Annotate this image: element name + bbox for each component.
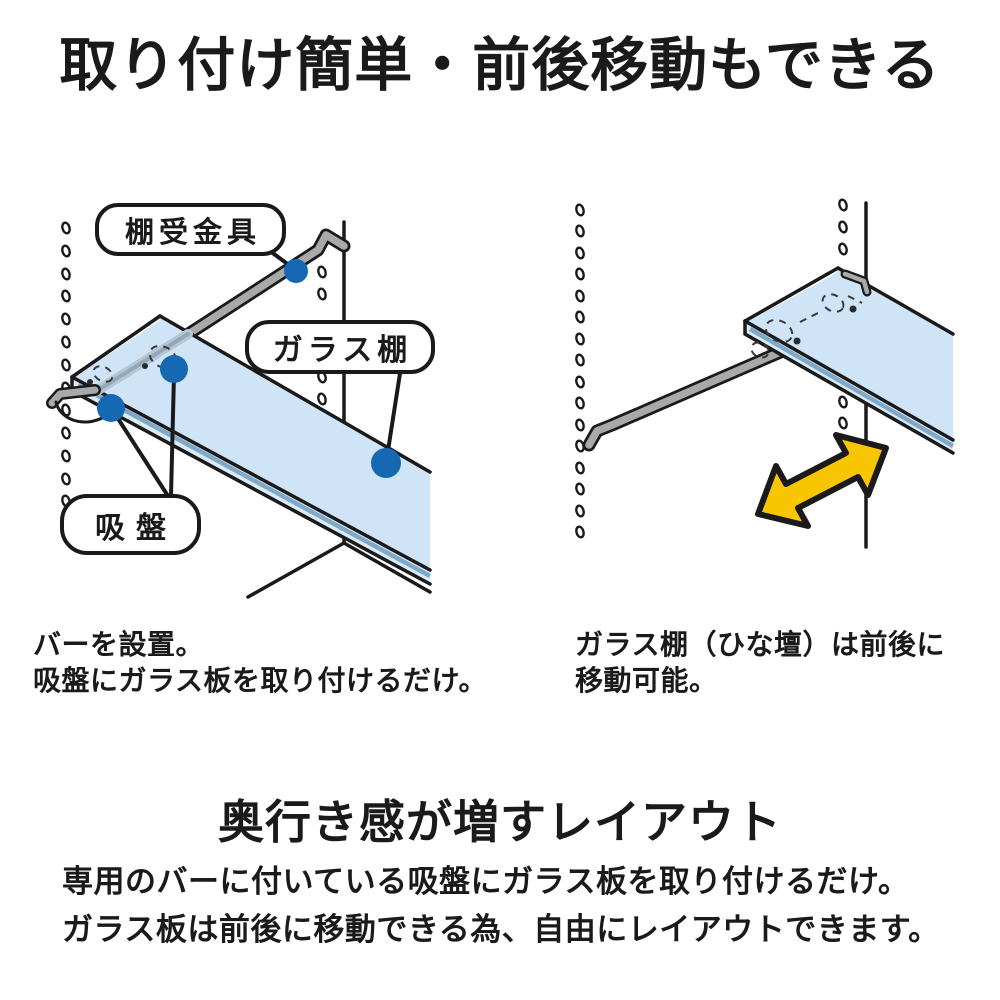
page-title: 取り付け簡単・前後移動もできる [59,33,941,98]
callout-glass-shelf-label: ガラス棚 [272,334,413,367]
section-body: 専用のバーに付いている吸盤にガラス板を取り付けるだけ。 ガラス板は前後に移動でき… [62,858,940,954]
perforation-column-outer [59,220,73,509]
move-arrow-icon [755,432,889,529]
callout-suction-cup: 吸盤 [60,494,201,555]
callout-suction-cup-label: 吸盤 [95,511,177,545]
screw-dot [793,337,801,345]
body-line2: ガラス板は前後に移動できる為、自由にレイアウトできます。 [62,912,940,947]
bar-rear-hook [840,269,872,297]
left-caption-line1: バーを設置。 [33,629,205,660]
bar-through-glass [46,329,193,409]
right-caption-line2: 移動可能。 [575,665,718,696]
marker-dot-glass [371,448,401,478]
screw-dot [849,305,857,313]
right-caption-line1: ガラス棚（ひな壇）は前後に [575,629,945,660]
left-caption-line2: 吸盤にガラス板を取り付けるだけ。 [33,665,488,696]
body-line1: 専用のバーに付いている吸盤にガラス板を取り付けるだけ。 [62,864,910,899]
marker-dot-suction-front [97,394,125,422]
mounting-bar-left [183,228,351,340]
callout-pointers [113,238,403,498]
marker-dot-suction-top [160,355,188,383]
screw-dot [142,363,148,369]
perforation-column-outer-right [573,202,587,540]
marker-dots-left [97,259,401,478]
marker-dot-bracket [284,259,308,283]
right-diagram [573,197,955,549]
screw-dot [87,379,93,385]
section-heading: 奥行き感が増すレイアウト [218,796,782,848]
suction-marks-right [750,293,863,359]
callout-bracket-label: 棚受金具 [124,216,261,249]
mounting-bar-right [582,343,792,452]
callout-bracket: 棚受金具 [95,203,286,256]
glass-shelf-right [743,266,955,455]
callout-glass-shelf: ガラス棚 [245,320,435,374]
left-diagram [46,220,432,599]
left-diagram-caption: バーを設置。 吸盤にガラス板を取り付けるだけ。 [33,627,487,699]
right-diagram-caption: ガラス棚（ひな壇）は前後に 移動可能。 [575,627,945,699]
